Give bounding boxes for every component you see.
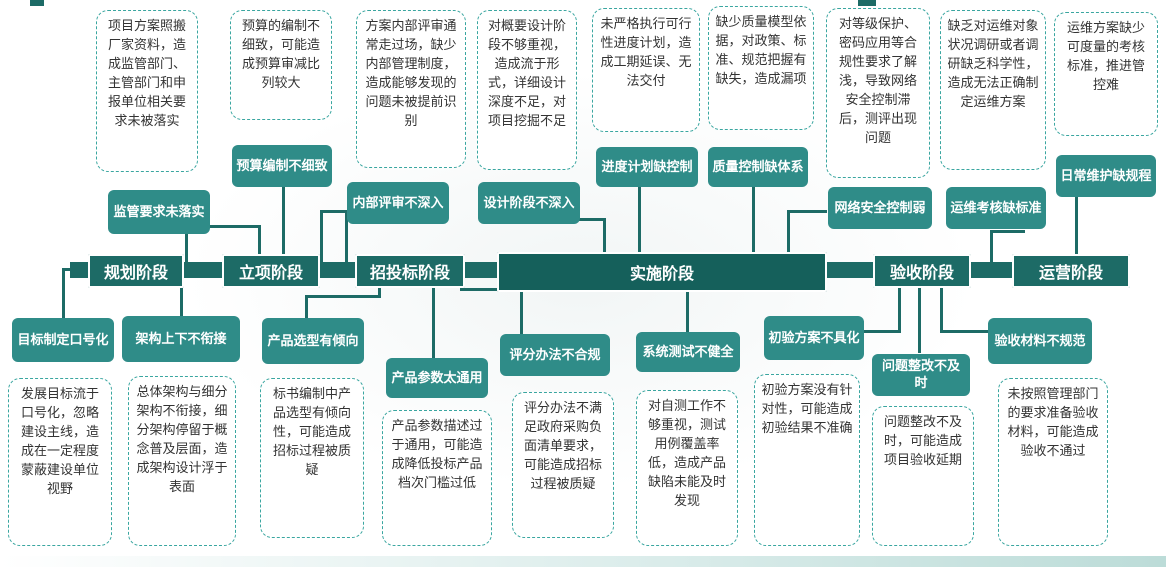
connector	[898, 278, 901, 333]
connector	[638, 185, 641, 263]
desc-bottom-5: 评分办法不满足政府采购负面清单要求，可能造成招标过程被质疑	[512, 392, 614, 538]
connector	[378, 278, 381, 298]
desc-bottom-8: 问题整改不及时，可能造成项目验收延期	[872, 406, 974, 546]
connector	[180, 278, 183, 316]
phase-operation: 运营阶段	[1012, 254, 1130, 288]
issue-bottom-8: 问题整改不及时	[872, 354, 970, 396]
issue-bottom-1: 目标制定口号化	[12, 318, 114, 362]
phase-initiation: 立项阶段	[222, 254, 320, 288]
issue-top-9: 日常维护缺规程	[1056, 155, 1156, 197]
issue-top-3: 内部评审不深入	[347, 182, 449, 224]
connector	[787, 210, 827, 213]
desc-bottom-6: 对自测工作不够重视，测试用例覆盖率低，造成产品缺陷未能及时发现	[636, 390, 738, 546]
connector	[185, 225, 260, 228]
desc-top-9: 运维方案缺少可度量的考核标准，推进管控难	[1054, 12, 1158, 136]
connector	[918, 278, 921, 353]
connector	[460, 288, 520, 291]
connector	[990, 230, 993, 263]
phase-acceptance: 验收阶段	[873, 254, 971, 288]
footer-band	[0, 556, 1166, 567]
connector	[305, 295, 380, 298]
connector	[940, 330, 990, 333]
connector	[560, 218, 605, 221]
connector	[432, 278, 435, 360]
issue-top-6: 质量控制缺体系	[708, 147, 808, 187]
connector	[752, 185, 755, 263]
desc-bottom-3: 标书编制中产品选型有倾向性，可能造成招标过程被质疑	[260, 378, 364, 538]
connector	[1075, 195, 1078, 263]
issue-top-5: 进度计划缺控制	[596, 147, 698, 187]
connector	[320, 210, 348, 213]
desc-top-4: 对概要设计阶段不够重视，造成流于形式，详细设计深度不足，对项目挖掘不足	[477, 10, 577, 170]
issue-bottom-2: 架构上下不衔接	[122, 316, 240, 362]
issue-top-7: 网络安全控制弱	[828, 187, 932, 229]
desc-bottom-9: 未按照管理部门的要求准备验收材料，可能造成验收不通过	[998, 378, 1108, 546]
connector	[185, 225, 188, 265]
connector	[520, 288, 523, 334]
corner-decoration	[30, 0, 44, 6]
desc-top-7: 对等级保护、密码应用等合规性要求了解浅，导致网络安全控制滞后，测评出现问题	[826, 8, 930, 178]
connector	[787, 210, 790, 263]
connector	[603, 218, 606, 263]
issue-bottom-9: 验收材料不规范	[988, 318, 1092, 364]
connector	[62, 268, 102, 271]
phase-implementation: 实施阶段	[497, 252, 827, 292]
desc-top-1: 项目方案照搬厂家资料，造成监管部门、主管部门和申报单位相关要求未被落实	[96, 10, 198, 172]
desc-bottom-7: 初验方案没有针对性，可能造成初验结果不准确	[754, 374, 860, 546]
issue-bottom-6: 系统测试不健全	[636, 332, 740, 372]
connector	[345, 210, 348, 265]
desc-top-8: 缺乏对运维对象状况调研或者调研缺乏科学性，造成无法正确制定运维方案	[940, 10, 1046, 170]
connector	[62, 268, 65, 318]
issue-bottom-3: 产品选型有倾向	[262, 318, 364, 364]
phase-bidding: 招投标阶段	[355, 254, 465, 288]
connector	[320, 210, 323, 265]
issue-top-2: 预算编制不细致	[232, 145, 332, 187]
connector	[305, 295, 308, 318]
connector	[862, 330, 900, 333]
issue-top-1: 监管要求未落实	[108, 190, 210, 234]
issue-bottom-5: 评分办法不合规	[500, 334, 610, 376]
issue-top-4: 设计阶段不深入	[478, 182, 580, 224]
connector	[990, 230, 1025, 233]
issue-bottom-7: 初验方案不具化	[764, 316, 864, 360]
desc-top-2: 预算的编制不细致，可能造成预算审减比列较大	[230, 10, 332, 120]
desc-bottom-1: 发展目标流于口号化，忽略建设主线，造成在一定程度蒙蔽建设单位视野	[8, 378, 112, 546]
connector	[258, 225, 261, 265]
desc-bottom-2: 总体架构与细分架构不衔接，细分架构停留于概念普及层面，造成架构设计浮于表面	[128, 376, 236, 546]
desc-top-5: 未严格执行可行性进度计划，造成工期延误、无法交付	[592, 8, 700, 132]
connector	[940, 278, 943, 333]
desc-top-3: 方案内部评审通常走过场，缺少内部管理制度，造成能够发现的问题未被提前识别	[356, 10, 466, 168]
connector	[282, 183, 285, 263]
connector	[686, 278, 689, 333]
desc-bottom-4: 产品参数描述过于通用，可能造成降低投标产品档次门槛过低	[382, 410, 492, 546]
issue-bottom-4: 产品参数太通用	[386, 358, 488, 398]
phase-planning: 规划阶段	[88, 254, 184, 288]
desc-top-6: 缺少质量模型依据，对政策、标准、规范把握有缺失，造成漏项	[708, 6, 814, 130]
corner-decoration	[858, 0, 876, 6]
issue-top-8: 运维考核缺标准	[946, 187, 1046, 229]
